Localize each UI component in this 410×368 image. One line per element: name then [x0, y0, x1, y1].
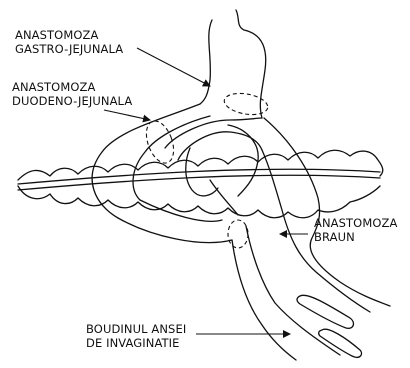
label-boudinul-line1: BOUDINUL ANSEI: [86, 322, 186, 336]
efferent-limb-left: [232, 240, 296, 360]
label-gastro-jejunal-line2: GASTRO-JEJUNALA: [15, 42, 123, 56]
colon-lower-outline: [18, 186, 380, 218]
invagination-sausage-lower: [319, 329, 362, 357]
label-braun-line1: ANASTOMOZA: [314, 216, 397, 230]
colon-inner-line-2: [18, 175, 380, 190]
efferent-limb-right: [246, 226, 340, 355]
label-gastro-jejunal-line1: ANASTOMOZA: [15, 28, 123, 42]
gastro-jejunal-anastomosis-dashes: [223, 90, 270, 117]
label-duodeno-jejunal-line2: DUODENO-JEJUNALA: [12, 94, 132, 108]
duodeno-jejunal-anastomosis-dashes: [141, 117, 179, 167]
label-boudinul-line2: DE INVAGINATIE: [86, 336, 186, 350]
label-boudinul: BOUDINUL ANSEI DE INVAGINATIE: [86, 322, 186, 350]
braun-anastomosis-dashes: [228, 220, 248, 248]
stomach-right-wall: [236, 10, 266, 118]
invagination-sausage-upper: [297, 295, 353, 328]
lower-loop-inner: [140, 200, 222, 221]
arrow-duodeno-jejunal: [104, 110, 150, 120]
arrow-gastro-jejunal: [137, 48, 210, 86]
stomach-left-wall: [200, 20, 212, 104]
label-braun: ANASTOMOZA BRAUN: [314, 216, 397, 244]
label-duodeno-jejunal: ANASTOMOZA DUODENO-JEJUNALA: [12, 80, 132, 108]
colon-inner-line-1: [18, 169, 380, 184]
label-braun-line2: BRAUN: [314, 230, 397, 244]
label-gastro-jejunal: ANASTOMOZA GASTRO-JEJUNALA: [15, 28, 123, 56]
label-duodeno-jejunal-line1: ANASTOMOZA: [12, 80, 132, 94]
afferent-loop-inner: [133, 116, 210, 200]
inner-loop-outer: [210, 180, 238, 215]
